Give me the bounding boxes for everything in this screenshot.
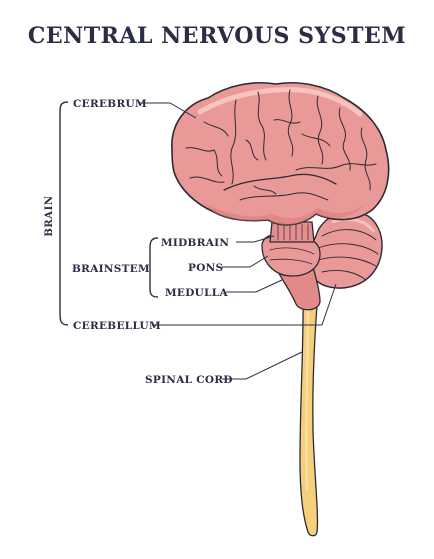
cerebrum-leader [140,102,197,119]
cerebellum [308,211,383,289]
midbrain-leader [236,235,275,243]
label-brain: BRAIN [44,195,55,236]
spinal-cord [299,289,319,537]
leader-lines [140,102,337,380]
brainstem-bracket [149,237,159,298]
brackets [59,101,159,326]
label-brainstem: BRAINSTEM [72,263,150,275]
brainstem [261,221,321,311]
brain-bracket [59,101,69,326]
label-midbrain: MIDBRAIN [161,237,229,249]
label-cerebellum: CEREBELLUM [73,320,161,332]
diagram-title: CENTRAL NERVOUS SYSTEM [28,23,406,49]
cerebellum-leader [152,283,337,326]
pons-leader [222,255,269,268]
spinal-cord-leader [222,351,303,380]
label-spinal-cord: SPINAL CORD [145,374,233,386]
cerebrum [171,81,390,226]
medulla-leader [226,279,283,293]
label-medulla: MEDULLA [165,287,228,299]
label-pons: PONS [188,262,223,274]
label-cerebrum: CEREBRUM [73,98,147,110]
